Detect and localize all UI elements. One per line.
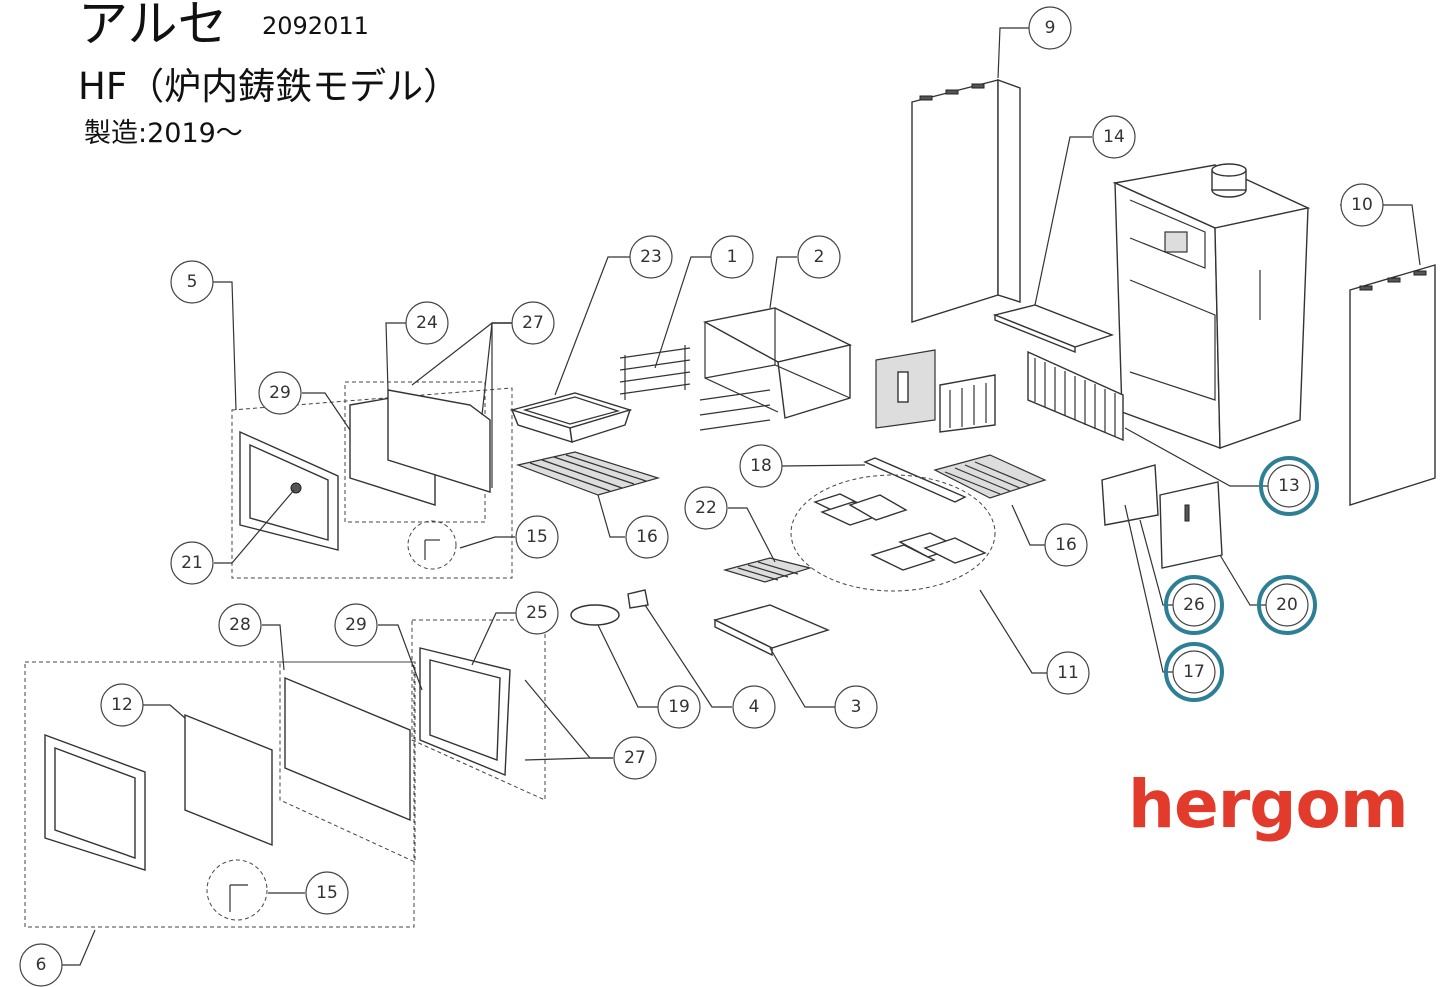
- callout-25: 25: [515, 591, 559, 635]
- product-code: 2092011: [262, 12, 369, 40]
- svg-text:4: 4: [749, 697, 760, 717]
- svg-text:3: 3: [851, 697, 862, 717]
- part-side-panel-left: [911, 79, 1021, 323]
- part-disc: [570, 604, 620, 626]
- part-firebricks: [790, 474, 996, 592]
- part-grate-left: [515, 451, 661, 496]
- part-grate-right: [933, 454, 1047, 499]
- svg-text:6: 6: [36, 955, 47, 975]
- callout-21: 21: [170, 541, 214, 585]
- svg-text:21: 21: [181, 553, 203, 573]
- callout-24: 24: [405, 301, 449, 345]
- callout-4: 4: [732, 685, 776, 729]
- svg-text:28: 28: [229, 615, 251, 635]
- svg-text:10: 10: [1351, 195, 1373, 215]
- svg-text:16: 16: [636, 527, 658, 547]
- part-firebox-frame: [702, 307, 853, 419]
- svg-text:5: 5: [187, 272, 198, 292]
- callout-3: 3: [834, 685, 878, 729]
- part-door-assembly: [231, 387, 513, 579]
- callout-1: 1: [710, 235, 754, 279]
- part-rod-bar: [863, 457, 967, 503]
- svg-text:15: 15: [526, 527, 548, 547]
- svg-text:1: 1: [727, 247, 738, 267]
- callout-22: 22: [684, 486, 728, 530]
- part-stove-body: [1112, 163, 1311, 450]
- callout-10: 10: [1340, 183, 1384, 227]
- callout-19: 19: [657, 685, 701, 729]
- svg-text:13: 13: [1278, 476, 1300, 496]
- callout-14: 14: [1092, 115, 1136, 159]
- callout-13: 13: [1259, 456, 1319, 516]
- callout-16-left: 16: [625, 515, 669, 559]
- callout-2: 2: [797, 235, 841, 279]
- callout-15-bottom: 15: [305, 871, 349, 915]
- callout-18: 18: [739, 444, 783, 488]
- svg-text:11: 11: [1057, 663, 1079, 683]
- callout-5: 5: [170, 260, 214, 304]
- callout-11: 11: [1046, 651, 1090, 695]
- callout-27-top: 27: [511, 301, 555, 345]
- part-tray: [509, 392, 633, 444]
- callout-28: 28: [218, 603, 262, 647]
- svg-text:22: 22: [695, 498, 717, 518]
- svg-text:9: 9: [1045, 18, 1056, 38]
- callout-29-top: 29: [258, 371, 302, 415]
- callout-29-bottom: 29: [334, 603, 378, 647]
- part-fan-module: [1101, 464, 1223, 569]
- callout-15-top: 15: [515, 515, 559, 559]
- part-inner-plate: [875, 349, 996, 433]
- svg-text:12: 12: [111, 695, 133, 715]
- part-glass-panel: [344, 381, 491, 523]
- callout-16-right: 16: [1044, 523, 1088, 567]
- svg-text:27: 27: [522, 313, 544, 333]
- product-name: アルセ: [78, 0, 228, 53]
- part-small-fittings-top: [407, 520, 457, 570]
- svg-text:17: 17: [1183, 662, 1205, 682]
- callout-12: 12: [100, 683, 144, 727]
- svg-text:25: 25: [526, 603, 548, 623]
- part-small-grate: [722, 557, 813, 583]
- callout-6: 6: [19, 943, 63, 987]
- part-bracket: [627, 589, 649, 609]
- callout-20: 20: [1257, 575, 1317, 635]
- model-name: HF（炉内鋳鉄モデル）: [78, 65, 461, 108]
- svg-text:2: 2: [814, 247, 825, 267]
- svg-text:29: 29: [345, 615, 367, 635]
- svg-text:29: 29: [269, 383, 291, 403]
- svg-text:24: 24: [416, 313, 438, 333]
- part-grate-panel: [1027, 350, 1124, 442]
- svg-text:14: 14: [1103, 127, 1125, 147]
- part-baffle-plate: [992, 304, 1115, 354]
- svg-text:16: 16: [1055, 535, 1077, 555]
- part-rack-rods: [619, 345, 771, 431]
- callout-27-bottom: 27: [613, 736, 657, 780]
- callout-26: 26: [1164, 575, 1224, 635]
- hergom-logo: hergom: [1128, 766, 1409, 843]
- part-side-panel-right: [1349, 264, 1436, 506]
- svg-text:23: 23: [640, 247, 662, 267]
- callout-9: 9: [1028, 6, 1072, 50]
- part-front-door-assembly: [24, 619, 546, 928]
- svg-text:15: 15: [316, 883, 338, 903]
- callout-23: 23: [629, 235, 673, 279]
- manufacture-date: 製造:2019～: [84, 118, 243, 149]
- part-ash-pan: [713, 604, 830, 657]
- callout-17: 17: [1164, 642, 1224, 702]
- svg-text:19: 19: [668, 697, 690, 717]
- svg-text:20: 20: [1276, 595, 1298, 615]
- svg-text:27: 27: [624, 748, 646, 768]
- svg-text:18: 18: [750, 456, 772, 476]
- svg-text:26: 26: [1183, 595, 1205, 615]
